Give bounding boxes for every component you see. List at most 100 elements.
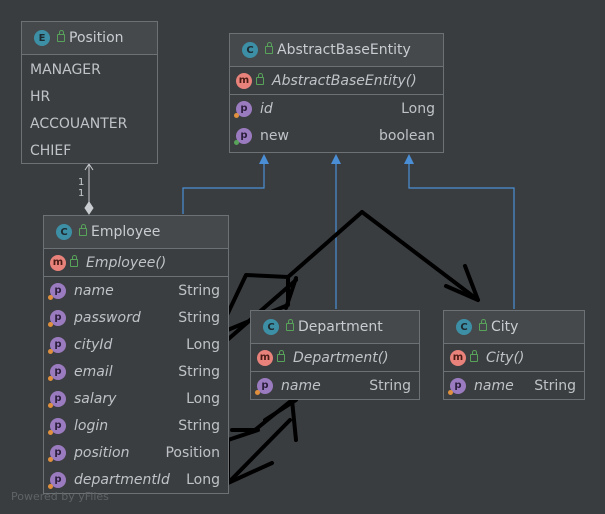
field-name: password (74, 309, 141, 326)
constructor-row: m City() (444, 344, 584, 371)
constructor-row: m Employee() (44, 249, 228, 276)
class-icon: C (263, 319, 279, 335)
abstract-fields: p id Long p new boolean (230, 95, 443, 149)
field-name: new (260, 127, 289, 144)
field-name: position (74, 444, 130, 461)
public-lock-icon (265, 42, 273, 54)
property-icon: p (450, 377, 466, 394)
employee-header: C Employee (44, 216, 228, 249)
method-icon: m (50, 254, 66, 271)
inheritance-employee (182, 154, 269, 214)
field-dot-icon (255, 390, 260, 395)
property-icon: p (236, 100, 252, 117)
class-icon: C (56, 224, 72, 240)
field-row: p position Position (44, 439, 228, 466)
public-lock-icon (57, 30, 65, 42)
property-icon: p (50, 390, 66, 407)
enum-value-hr: HR (30, 89, 51, 105)
constructor-name: Employee() (86, 254, 167, 271)
field-dot-icon (48, 457, 53, 462)
field-dot-icon (48, 322, 53, 327)
multiplicity-label: 1 (78, 177, 85, 188)
field-row: p new boolean (230, 122, 443, 149)
field-dot-icon (48, 430, 53, 435)
property-icon: p (50, 282, 66, 299)
field-type: String (534, 377, 576, 394)
field-dot-icon (48, 376, 53, 381)
field-dot-icon (48, 349, 53, 354)
city-title: City (491, 319, 519, 335)
class-icon: C (242, 42, 258, 58)
annotation-arrows (216, 210, 480, 485)
footer-credit: Powered by yFiles (11, 490, 109, 503)
enum-value-accouanter: ACCOUANTER (30, 116, 128, 132)
abstract-header: C AbstractBaseEntity (230, 34, 443, 67)
abstract-title: AbstractBaseEntity (277, 42, 411, 58)
field-dot-icon (48, 295, 53, 300)
public-lock-icon (470, 349, 478, 362)
city-header: C City (444, 311, 584, 344)
public-lock-icon (277, 349, 285, 362)
property-icon: p (257, 377, 273, 394)
public-lock-icon (256, 72, 264, 85)
field-name: cityId (74, 336, 113, 353)
property-icon: p (50, 336, 66, 353)
field-type: boolean (379, 127, 435, 144)
field-name: salary (74, 390, 117, 407)
enum-icon: E (34, 30, 50, 46)
constructor-name: Department() (293, 349, 389, 366)
field-type: Long (186, 336, 220, 353)
field-name: name (474, 377, 514, 394)
field-type: Long (186, 471, 220, 488)
property-icon: p (50, 444, 66, 461)
employee-title: Employee (91, 224, 161, 240)
method-icon: m (450, 349, 466, 366)
field-type: String (178, 417, 220, 434)
field-name: login (74, 417, 109, 434)
field-type: Long (401, 100, 435, 117)
field-name: email (74, 363, 113, 380)
association-employee-position (84, 163, 94, 215)
field-name: departmentId (74, 471, 170, 488)
public-lock-icon (286, 319, 294, 331)
constructor-name: AbstractBaseEntity() (272, 72, 417, 89)
field-type: String (178, 309, 220, 326)
department-constructors: m Department() (251, 344, 419, 372)
constructor-row: m Department() (251, 344, 419, 371)
multiplicity-label: 1 (78, 188, 85, 199)
field-type: String (178, 282, 220, 299)
property-icon: p (50, 309, 66, 326)
enum-value-chief: CHIEF (30, 143, 72, 159)
field-dot-icon (48, 403, 53, 408)
field-name: name (281, 377, 321, 394)
public-lock-icon (79, 224, 87, 236)
employee-constructors: m Employee() (44, 249, 228, 277)
property-icon: p (50, 417, 66, 434)
inheritance-city (404, 154, 515, 309)
abstract-base-entity-box[interactable]: C AbstractBaseEntity m AbstractBaseEntit… (229, 33, 444, 153)
field-dot-icon (48, 484, 53, 489)
field-type: Position (165, 444, 220, 461)
field-name: name (74, 282, 114, 299)
city-constructors: m City() (444, 344, 584, 372)
position-enum-box[interactable]: E Position MANAGER HR ACCOUANTER CHIEF (21, 21, 158, 164)
property-icon: p (50, 363, 66, 380)
field-dot-icon (448, 390, 453, 395)
constructor-name: City() (486, 349, 525, 366)
public-lock-icon (479, 319, 487, 331)
class-icon: C (456, 319, 472, 335)
field-row: p password String (44, 304, 228, 331)
